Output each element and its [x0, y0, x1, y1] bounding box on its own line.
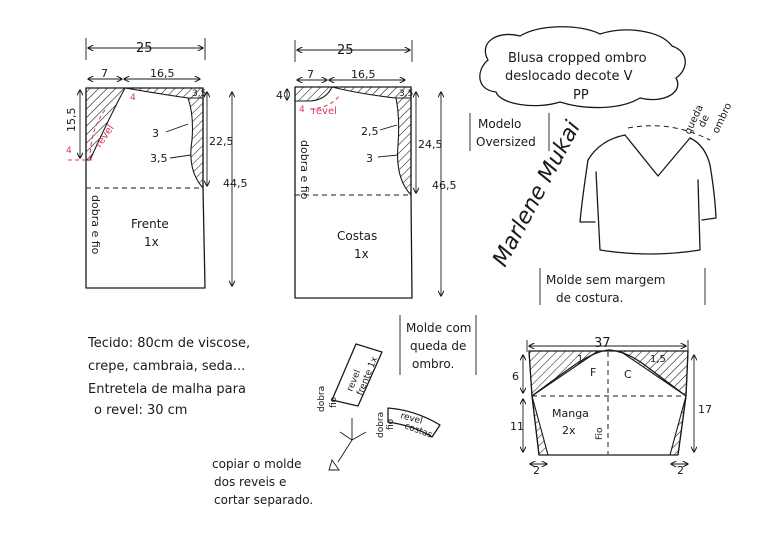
front-shoulder-width-label: 16,5: [150, 67, 175, 80]
title-line-2: deslocado decote V: [505, 69, 633, 84]
back-facing-width-label: 4: [299, 105, 305, 115]
sleeve-front-mark: F: [590, 366, 596, 379]
sleeve-piece: 37 6 11 17 1 1,5 F C Manga 2x Fio 2 2: [510, 336, 712, 477]
front-curve2-label: 3,5: [150, 152, 168, 165]
back-facing-piece: dobra fio revel costas: [376, 407, 441, 441]
front-total-height-label: 44,5: [223, 177, 248, 190]
sleeve-piece-name: Manga: [552, 407, 589, 420]
fabric-line-4: o revel: 30 cm: [94, 403, 187, 418]
front-shoulder-drop-label: 3,5: [192, 89, 206, 99]
front-facing-piece: dobra fio revel frente 1x: [317, 343, 383, 412]
front-piece-name: Frente: [131, 217, 169, 231]
back-piece-qty: 1x: [354, 247, 369, 261]
back-armhole-height-label: 24,5: [418, 138, 443, 151]
sleeve-width-label: 37: [594, 336, 611, 351]
sleeve-right-seg-label: 1,5: [650, 354, 666, 365]
fabric-line-2: crepe, cambraia, seda...: [88, 359, 245, 374]
sleeve-cap-height-label: 6: [512, 370, 519, 383]
queda-note-line-1: Molde com: [406, 321, 471, 335]
sleeve-total-height-label: 17: [698, 403, 712, 416]
copy-note-line-3: cortar separado.: [214, 493, 313, 507]
title-line-1: Blusa cropped ombro: [508, 51, 647, 66]
back-neck-width-label: 7: [307, 68, 314, 81]
queda-note-line-3: ombro.: [412, 357, 454, 371]
back-total-height-label: 46,5: [432, 179, 457, 192]
garment-sketch: queda de ombro: [579, 101, 735, 255]
seam-note-line-1: Molde sem margem: [546, 273, 665, 287]
back-facing-grain: fio: [386, 418, 396, 430]
sleeve-hem-right-label: 2: [677, 464, 684, 477]
back-curve1-label: 2,5: [361, 125, 379, 138]
sleeve-lower-height-label: 11: [510, 420, 524, 433]
title-cloud: Blusa cropped ombro deslocado decote V P…: [479, 26, 686, 109]
shoulder-label-line-2: de: [697, 113, 712, 129]
front-curve1-label: 3: [152, 127, 159, 140]
copy-note-line-1: copiar o molde: [212, 457, 302, 471]
back-facing-fold: dobra: [376, 412, 386, 438]
front-facing-grain: fio: [329, 396, 339, 408]
front-fold-label: dobra e fio: [89, 195, 102, 255]
front-piece-qty: 1x: [144, 235, 159, 249]
back-curve2-label: 3: [366, 152, 373, 165]
sleeve-grain-label: Fio: [595, 427, 605, 440]
back-shoulder-drop-label: 3,5: [399, 89, 413, 99]
fabric-line-1: Tecido: 80cm de viscose,: [87, 336, 250, 351]
model-note-line-2: Oversized: [476, 135, 536, 149]
shoulder-label-line-3: ombro: [711, 101, 735, 135]
back-facing-label: revel: [312, 106, 337, 117]
shoulder-drop-note: Molde com queda de ombro.: [399, 315, 477, 375]
front-facing-width-label: 4: [66, 146, 72, 156]
front-armhole-height-label: 22,5: [209, 135, 234, 148]
sleeve-back-mark: C: [624, 368, 632, 381]
copy-note-line-2: dos reveis e: [214, 475, 286, 489]
model-note: Modelo Oversized: [469, 113, 550, 151]
front-neck-width-label: 7: [101, 67, 108, 80]
sleeve-left-seg-label: 1: [577, 354, 583, 365]
front-bodice-piece: 25 7 16,5 revel 4 4 15,5 3,5 3 3,5 22,5: [65, 38, 248, 289]
fabric-line-3: Entretela de malha para: [88, 382, 246, 397]
front-width-label: 25: [136, 41, 153, 56]
model-note-line-1: Modelo: [478, 117, 521, 131]
back-fold-label: dobra e fio: [298, 140, 311, 200]
front-facing-fold: dobra: [317, 386, 327, 412]
sleeve-hem-left-label: 2: [533, 464, 540, 477]
copy-note: copiar o molde dos reveis e cortar separ…: [212, 418, 367, 507]
back-width-label: 25: [337, 43, 354, 58]
title-line-3: PP: [573, 88, 589, 103]
fabric-note: Tecido: 80cm de viscose, crepe, cambraia…: [87, 336, 250, 418]
back-neck-depth-label: 4: [276, 89, 283, 102]
back-shoulder-width-label: 16,5: [351, 68, 376, 81]
back-piece-name: Costas: [337, 229, 377, 243]
back-bodice-piece: 25 7 16,5 revel 4 4 3,5 2,5 3 24,5 46,5 …: [276, 40, 457, 299]
front-neck-depth-label: 15,5: [65, 108, 78, 133]
sleeve-piece-qty: 2x: [562, 424, 576, 437]
seam-allowance-note: Molde sem margem de costura.: [539, 268, 706, 305]
seam-note-line-2: de costura.: [556, 291, 623, 305]
queda-note-line-2: queda de: [410, 339, 466, 353]
front-facing-v-label: 4: [130, 93, 136, 103]
